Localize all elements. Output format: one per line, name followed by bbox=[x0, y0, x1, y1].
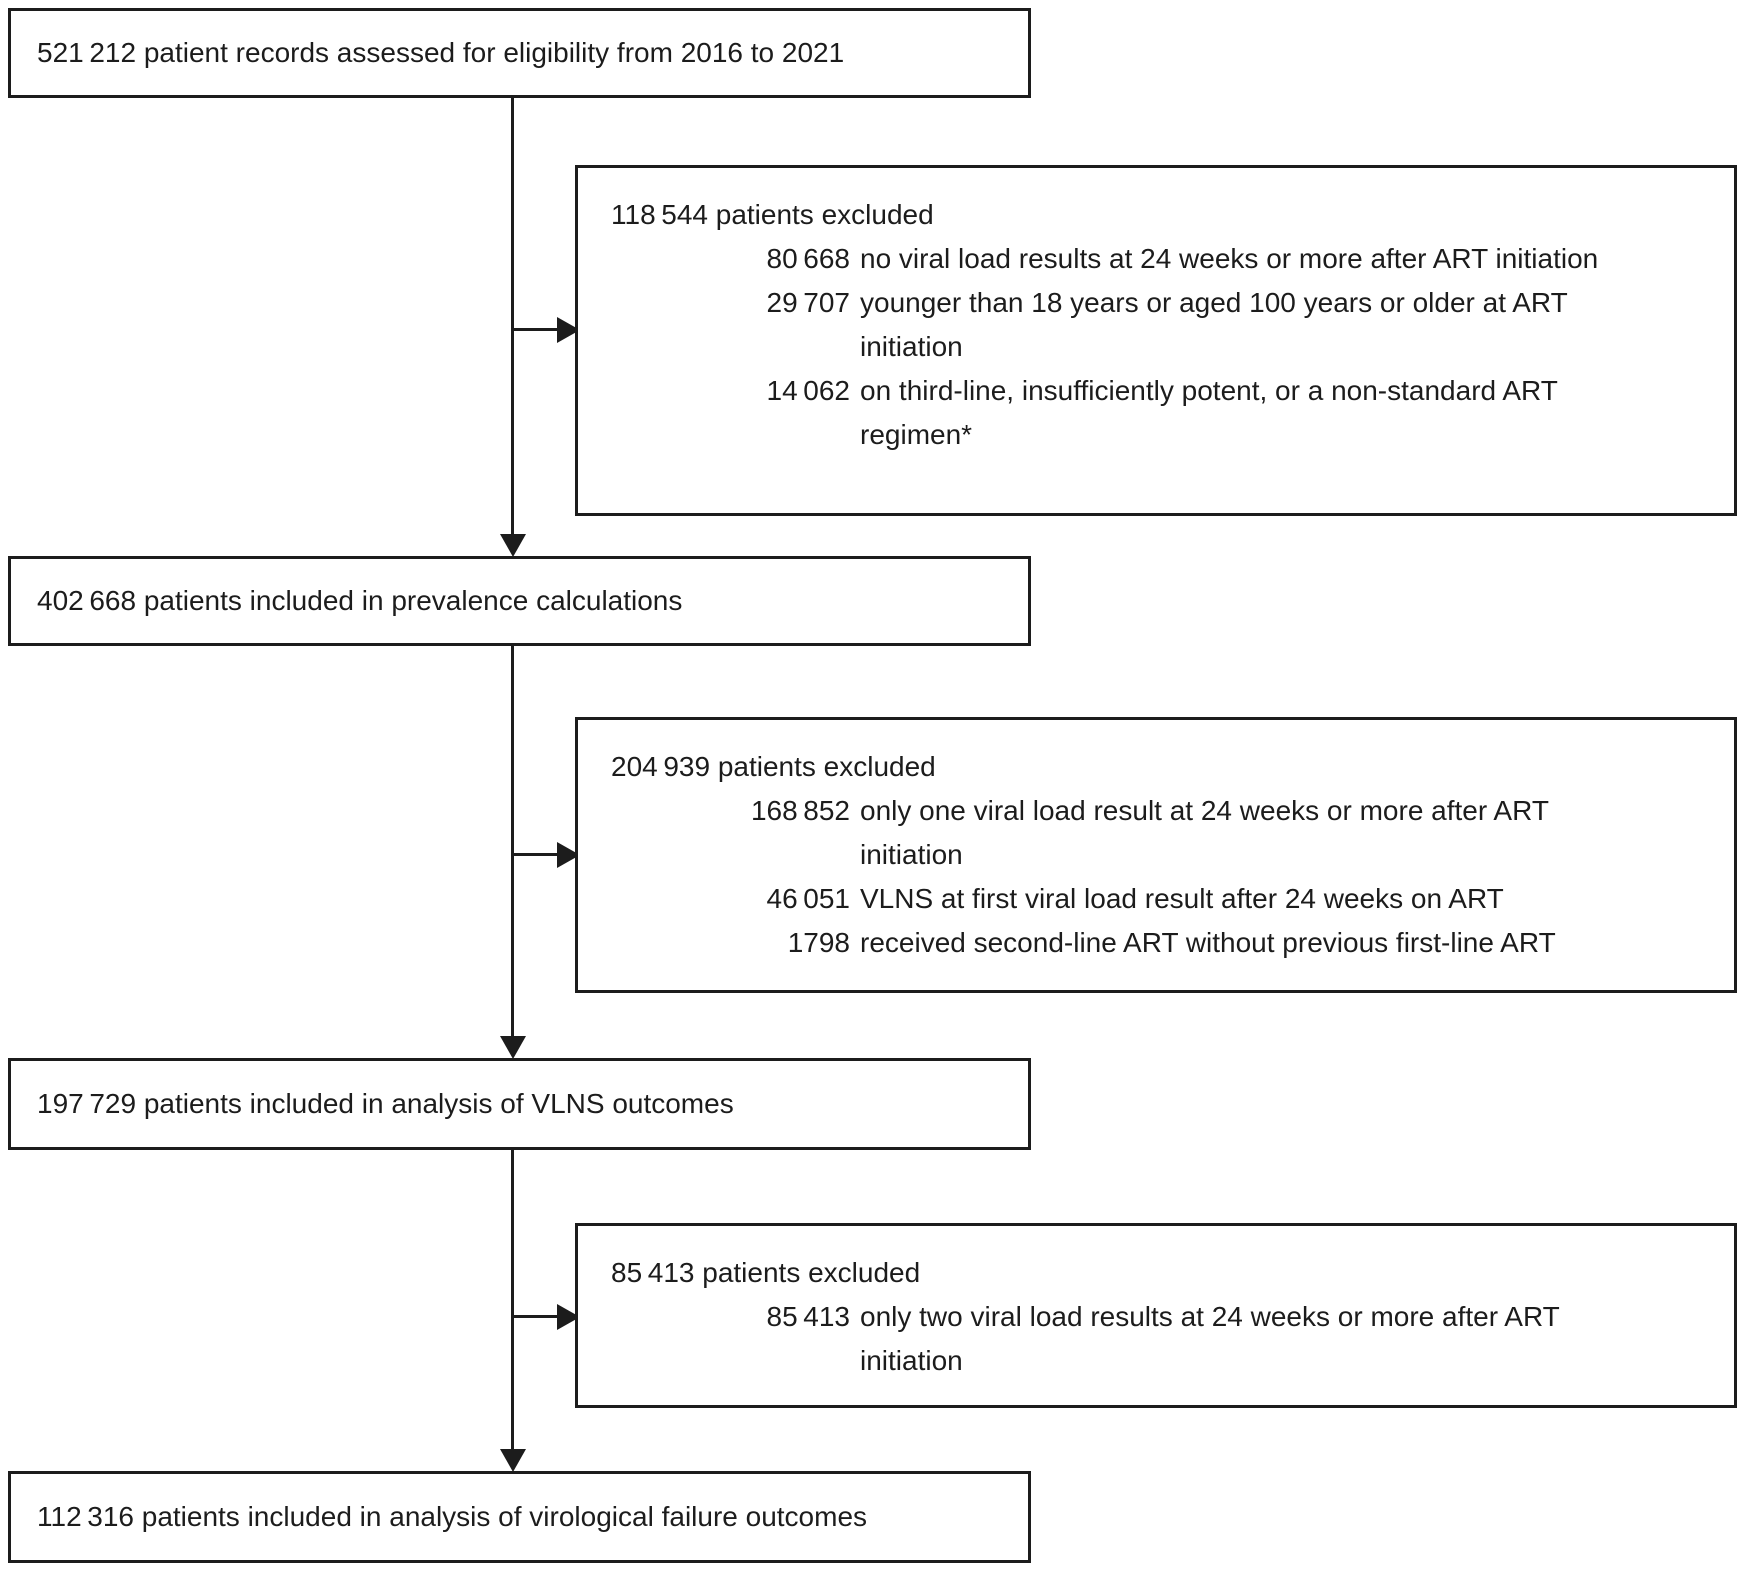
flow-box-vlns: 197 729 patients included in analysis of… bbox=[8, 1058, 1031, 1150]
exclusion-item-line: VLNS at first viral load result after 24… bbox=[860, 883, 1504, 914]
exclusion-box-1: 118 544 patients excluded 80 668 no vira… bbox=[575, 165, 1737, 516]
exclusion-item-line: on third-line, insufficiently potent, or… bbox=[860, 375, 1558, 406]
connector-line-2 bbox=[511, 646, 514, 1037]
exclusion-item-text: received second-line ART without previou… bbox=[850, 921, 1556, 965]
exclusion-item-line: younger than 18 years or aged 100 years … bbox=[860, 287, 1568, 318]
connector-line-1 bbox=[511, 98, 514, 535]
exclusion-item-text: VLNS at first viral load result after 24… bbox=[850, 877, 1504, 921]
flow-box-virological-failure: 112 316 patients included in analysis of… bbox=[8, 1471, 1031, 1563]
exclusion-item-line: only two viral load results at 24 weeks … bbox=[860, 1301, 1560, 1332]
arrowhead-down-icon bbox=[500, 1449, 526, 1472]
exclusion-item-text: only one viral load result at 24 weeks o… bbox=[850, 789, 1549, 877]
exclusion-item-text: on third-line, insufficiently potent, or… bbox=[850, 369, 1558, 457]
flow-box-vlns-text: 197 729 patients included in analysis of… bbox=[37, 1088, 734, 1119]
branch-line-3 bbox=[513, 1315, 559, 1318]
arrowhead-right-icon bbox=[557, 842, 580, 868]
exclusion-item: 80 668 no viral load results at 24 weeks… bbox=[578, 237, 1734, 281]
exclusion-item-number: 14 062 bbox=[766, 375, 850, 406]
exclusion-item-line: regimen* bbox=[860, 419, 973, 450]
exclusion-item-text: only two viral load results at 24 weeks … bbox=[850, 1295, 1560, 1383]
exclusion-heading: 85 413 patients excluded bbox=[611, 1257, 921, 1288]
exclusion-item: 14 062 on third-line, insufficiently pot… bbox=[578, 369, 1734, 457]
exclusion-item: 29 707 younger than 18 years or aged 100… bbox=[578, 281, 1734, 369]
flow-box-prevalence: 402 668 patients included in prevalence … bbox=[8, 556, 1031, 646]
exclusion-item-number: 85 413 bbox=[766, 1301, 850, 1332]
exclusion-item-number: 29 707 bbox=[766, 287, 850, 318]
exclusion-item-line: only one viral load result at 24 weeks o… bbox=[860, 795, 1549, 826]
connector-line-3 bbox=[511, 1150, 514, 1450]
flow-box-assessed: 521 212 patient records assessed for eli… bbox=[8, 8, 1031, 98]
exclusion-item-line: initiation bbox=[860, 331, 963, 362]
exclusion-item-text: no viral load results at 24 weeks or mor… bbox=[850, 237, 1598, 281]
exclusion-item-number: 1798 bbox=[787, 927, 850, 958]
arrowhead-down-icon bbox=[500, 1036, 526, 1059]
exclusion-item-line: initiation bbox=[860, 1345, 963, 1376]
exclusion-item-number: 46 051 bbox=[766, 883, 850, 914]
exclusion-box-2: 204 939 patients excluded 168 852 only o… bbox=[575, 717, 1737, 993]
flow-box-prevalence-text: 402 668 patients included in prevalence … bbox=[37, 585, 683, 616]
exclusion-item: 85 413 only two viral load results at 24… bbox=[578, 1295, 1734, 1383]
exclusion-item-line: received second-line ART without previou… bbox=[860, 927, 1556, 958]
exclusion-item-line: no viral load results at 24 weeks or mor… bbox=[860, 243, 1599, 274]
exclusion-item-number: 168 852 bbox=[750, 795, 850, 826]
exclusion-item-line: initiation bbox=[860, 839, 963, 870]
flow-box-assessed-text: 521 212 patient records assessed for eli… bbox=[37, 37, 845, 68]
arrowhead-right-icon bbox=[557, 1304, 580, 1330]
branch-line-2 bbox=[513, 853, 559, 856]
exclusion-item: 46 051 VLNS at first viral load result a… bbox=[578, 877, 1734, 921]
exclusion-item: 1798 received second-line ART without pr… bbox=[578, 921, 1734, 965]
flow-box-virological-failure-text: 112 316 patients included in analysis of… bbox=[37, 1501, 868, 1532]
exclusion-box-3: 85 413 patients excluded 85 413 only two… bbox=[575, 1223, 1737, 1408]
exclusion-item-number: 80 668 bbox=[766, 243, 850, 274]
exclusion-item-text: younger than 18 years or aged 100 years … bbox=[850, 281, 1568, 369]
arrowhead-down-icon bbox=[500, 534, 526, 557]
exclusion-heading: 118 544 patients excluded bbox=[611, 199, 934, 230]
exclusion-item: 168 852 only one viral load result at 24… bbox=[578, 789, 1734, 877]
arrowhead-right-icon bbox=[557, 317, 580, 343]
exclusion-heading: 204 939 patients excluded bbox=[611, 751, 936, 782]
branch-line-1 bbox=[513, 328, 559, 331]
